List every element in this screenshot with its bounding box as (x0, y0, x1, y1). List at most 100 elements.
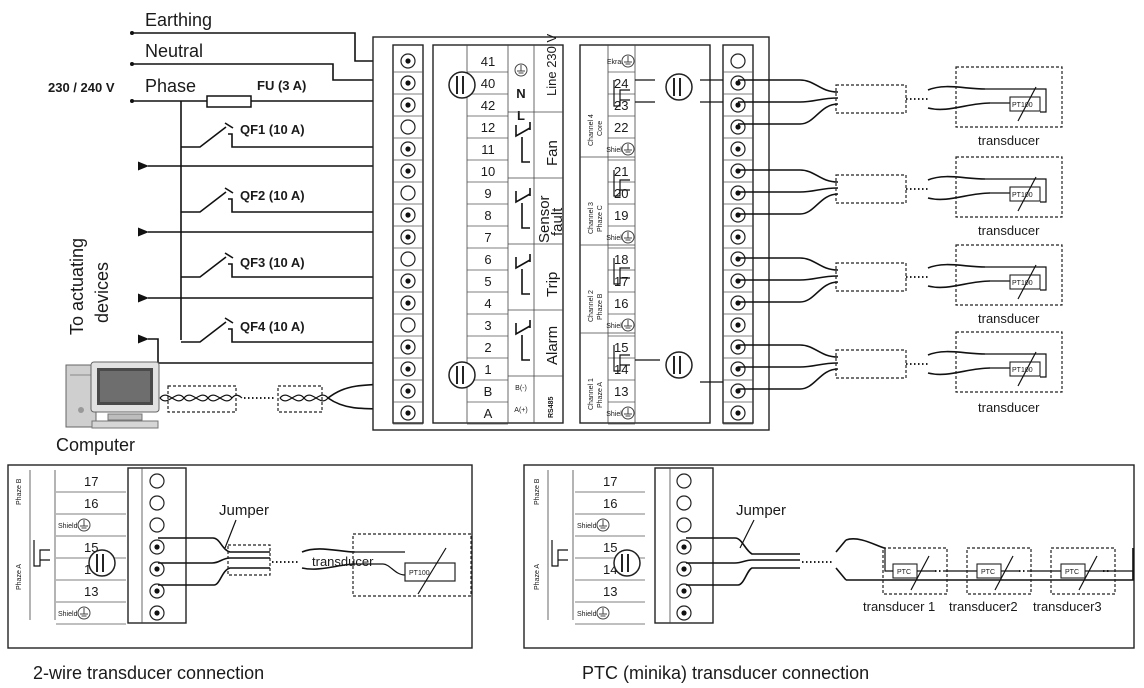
ground-symbol-icon (596, 518, 610, 532)
inset-shield-label: Shield (577, 523, 597, 530)
inset-shield-label: Shield (58, 611, 78, 618)
inset-terminal-number: 16 (603, 496, 617, 511)
left-terminal-number: 4 (484, 296, 491, 311)
terminal-screw (730, 53, 746, 69)
terminal-screw (149, 561, 165, 577)
ground-symbol-icon (621, 142, 635, 156)
terminal-screw (730, 361, 746, 377)
ground-symbol-icon (514, 63, 528, 77)
trip-label: Trip (544, 272, 561, 297)
terminal-screw (400, 75, 416, 91)
phase-label: Phase (145, 76, 196, 96)
twisted-cable-2 (277, 385, 323, 413)
right-terminal-number: 24 (614, 76, 628, 91)
transducer-group: PT100transducerPT100transducerPT100trans… (738, 66, 1063, 415)
neutral-wire (132, 63, 407, 81)
inset-frame (7, 464, 473, 649)
earthing-label: Earthing (145, 10, 212, 30)
terminal-screw (730, 273, 746, 289)
left-terminal-number: 8 (484, 208, 491, 223)
sensor-chip-label: PT100 (1012, 280, 1033, 287)
breaker-label: QF2 (10 A) (240, 188, 305, 203)
terminal-screw (400, 97, 416, 113)
terminal-screw (149, 539, 165, 555)
terminal-screw (676, 473, 692, 489)
terminal-screw (730, 251, 746, 267)
left-terminal-number: 40 (481, 76, 495, 91)
left-terminal-number: 5 (484, 274, 491, 289)
channel-label: Channel 4 (588, 114, 595, 146)
fan-label: Fan (544, 140, 561, 166)
terminal-screw (400, 207, 416, 223)
ground-symbol-icon (621, 230, 635, 244)
terminal-screw (730, 97, 746, 113)
line-terminal-label: L (517, 108, 525, 123)
alarm-label: Alarm (544, 326, 561, 365)
terminal-screw (400, 339, 416, 355)
shield-label: Ekran (607, 59, 625, 66)
neutral-terminal-label: N (516, 86, 525, 101)
channel-label: Channel 2 (588, 290, 595, 322)
terminal-screw (149, 517, 165, 533)
computer-section: Computer (56, 361, 408, 455)
terminal-screw (400, 229, 416, 245)
device-screws (448, 71, 693, 389)
terminal-screw (676, 517, 692, 533)
inset-phase-label: Phaze B (534, 478, 541, 505)
actuating-label-line1: To actuating (67, 238, 87, 335)
breaker-label: QF4 (10 A) (240, 319, 305, 334)
inset-terminal-number: 17 (84, 474, 98, 489)
rs485-label: RS485 (548, 396, 555, 418)
caption-two-wire: 2-wire transducer connection (33, 663, 264, 683)
left-terminal-number: 6 (484, 252, 491, 267)
breaker-label: QF3 (10 A) (240, 255, 305, 270)
inset-terminal-number: 13 (603, 584, 617, 599)
terminal-screw (730, 339, 746, 355)
terminal-screw (400, 317, 416, 333)
ground-symbol-icon (621, 54, 635, 68)
inset-terminal-number: 15 (84, 540, 98, 555)
channel-label: Phaze A (597, 382, 604, 408)
inset-phase-label: Phaze B (16, 478, 23, 505)
left-terminal-number: 1 (484, 362, 491, 377)
terminal-screw (149, 473, 165, 489)
left-terminal-number: A (484, 406, 493, 421)
terminal-screw (730, 317, 746, 333)
channel-label: Core (597, 121, 604, 136)
inset-terminal-number: 13 (84, 584, 98, 599)
ground-symbol-icon (77, 606, 91, 620)
jumper-label: Jumper (736, 502, 786, 519)
neutral-label: Neutral (145, 41, 203, 61)
terminal-screw (730, 119, 746, 135)
left-terminal-number: 11 (481, 142, 495, 157)
terminal-screw (730, 229, 746, 245)
right-terminal-number: 13 (614, 384, 628, 399)
transducer-label: transducer (978, 223, 1040, 238)
channel-label: Channel 3 (588, 202, 595, 234)
terminal-screw (400, 295, 416, 311)
inset-shield-label: Shield (58, 523, 78, 530)
right-terminal-number: 16 (614, 296, 628, 311)
sensor-chip-label: PT100 (1012, 367, 1033, 374)
supply-section: Earthing Neutral Phase 230 / 240 V FU (3… (48, 10, 407, 340)
voltage-label: 230 / 240 V (48, 80, 115, 95)
terminal-screw (730, 163, 746, 179)
ground-symbol-icon (596, 606, 610, 620)
transducer-label: transducer (978, 133, 1040, 148)
rs-b-label: B(-) (515, 385, 527, 392)
terminal-screw (730, 75, 746, 91)
terminal-screw (730, 207, 746, 223)
right-terminal-number: 21 (614, 164, 628, 179)
channel-coil-symbols (613, 80, 630, 372)
sensor-fault-label: fault (549, 207, 566, 236)
terminal-screw (730, 141, 746, 157)
